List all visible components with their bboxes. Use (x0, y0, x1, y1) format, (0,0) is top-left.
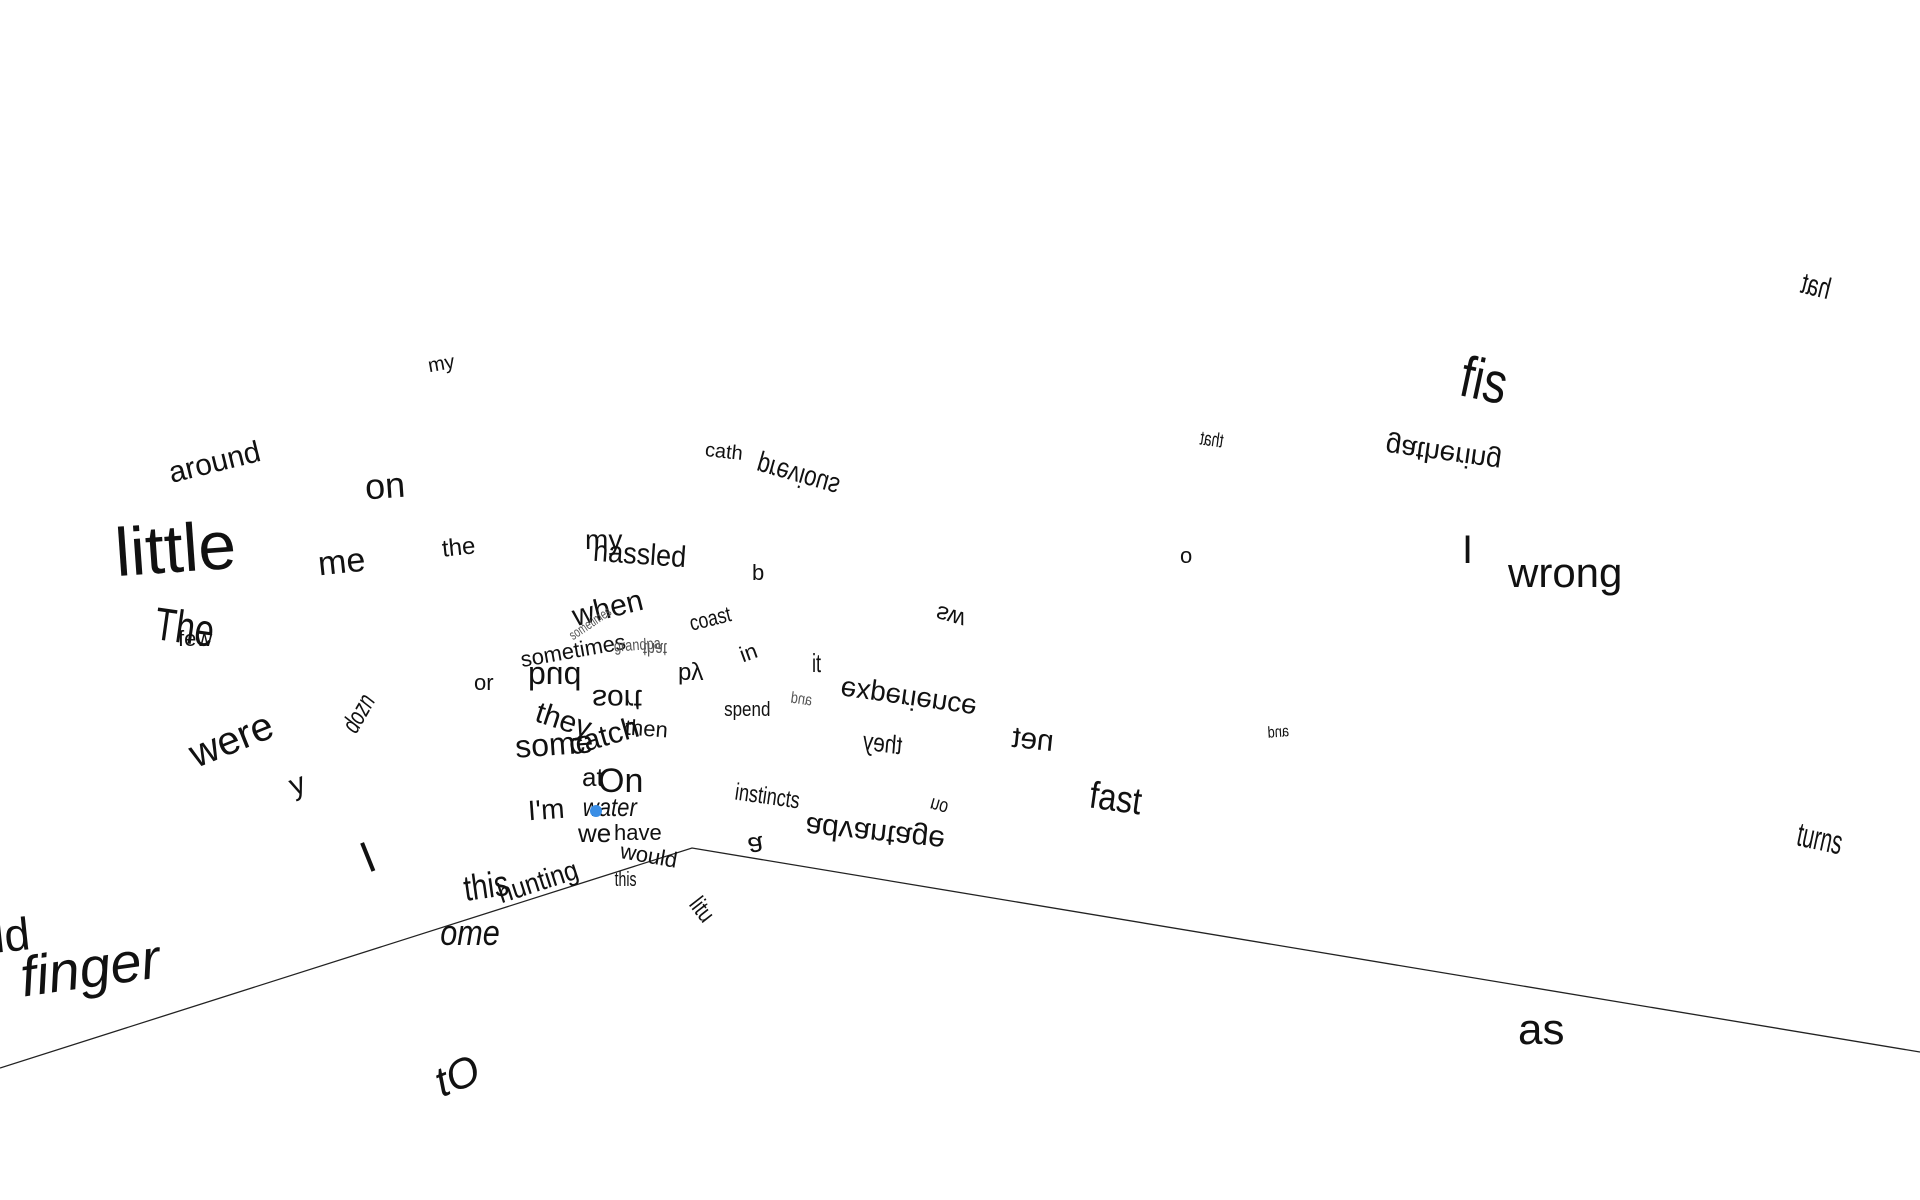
word-o: o (1180, 543, 1193, 568)
word-that-small: that (643, 639, 668, 659)
word-and-right: and (1267, 723, 1290, 742)
word-turns: turns (1793, 815, 1846, 863)
word-my-top: my (426, 350, 457, 378)
word-this-small: this (614, 869, 637, 891)
word-bud: bud (528, 660, 582, 696)
word-and-mid: and (789, 689, 814, 710)
word-my-mid: my (585, 524, 623, 555)
word-b: b (752, 560, 765, 585)
word-or: or (474, 670, 494, 695)
word-the-mid: the (440, 532, 477, 563)
accent-point-marker (590, 805, 602, 817)
word-on-cap: On (598, 762, 644, 800)
word-im: I'm (526, 792, 566, 827)
word-we: we (578, 818, 612, 848)
word-then: then (624, 714, 669, 743)
word-little: little (112, 506, 239, 592)
word-me: me (316, 540, 368, 584)
word-have: have (614, 820, 662, 845)
word-it: it (811, 648, 822, 678)
word-by: by (678, 661, 704, 688)
word-i-right: I (1462, 528, 1474, 572)
word-few: few (178, 626, 213, 651)
word-wrong: wrong (1508, 549, 1623, 596)
word-sort: sort (592, 683, 643, 716)
word-net: net (1010, 720, 1056, 759)
word-at: at (582, 762, 604, 792)
word-fast: fast (1086, 774, 1145, 824)
ground-plane-edge (0, 847, 1920, 1069)
word-as: as (1518, 1005, 1565, 1054)
word-they-mid: they (861, 725, 904, 761)
word-that-right: that (1198, 427, 1225, 453)
word-ld: ld (0, 907, 33, 963)
word-on: on (363, 463, 407, 508)
word-ome: ome (440, 912, 500, 953)
word-cath: cath (703, 439, 744, 465)
word-spend: spend (724, 699, 771, 721)
